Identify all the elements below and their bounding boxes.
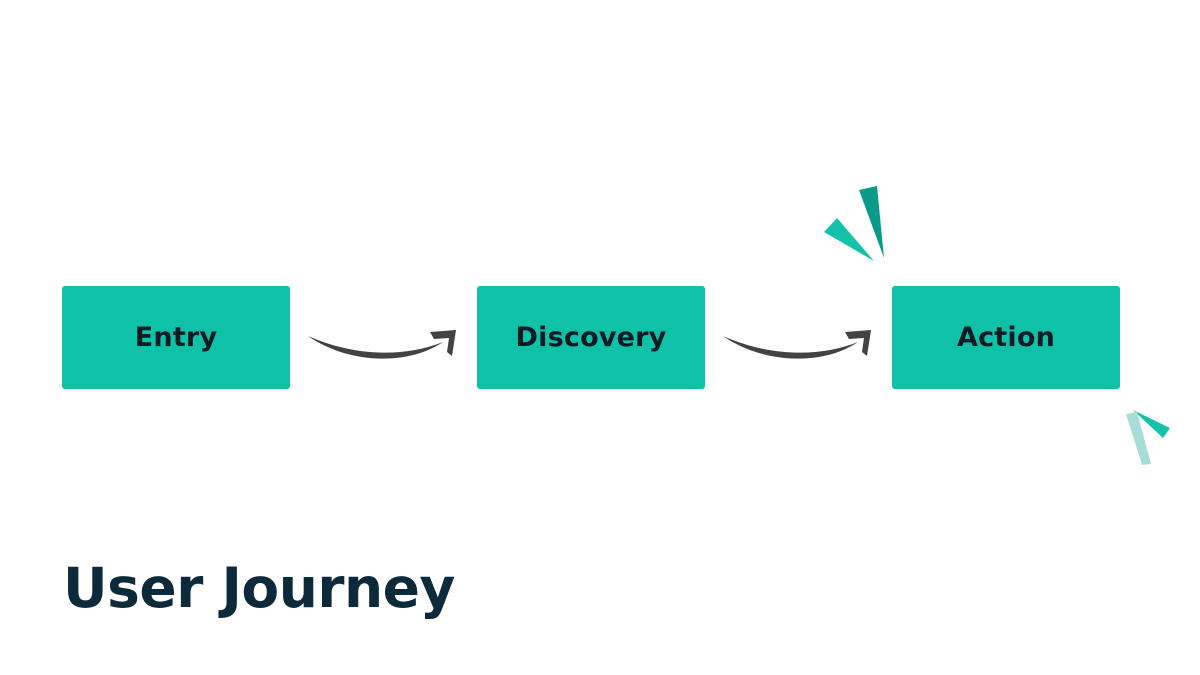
step-action-box: Action <box>892 286 1120 389</box>
curved-arrow-icon <box>723 330 871 359</box>
curved-arrow-icon <box>308 330 456 359</box>
step-entry-label: Entry <box>134 322 218 353</box>
spark-ray-right <box>1133 410 1170 438</box>
slide-title: User Journey <box>63 556 455 620</box>
spark-ray-top <box>859 186 884 258</box>
arrow-curve <box>308 336 443 359</box>
step-action-label: Action <box>956 322 1056 353</box>
step-discovery-box: Discovery <box>477 286 705 389</box>
step-entry-box: Entry <box>62 286 290 389</box>
arrow-head <box>430 330 456 356</box>
arrow-curve <box>723 336 858 359</box>
spark-ray-left <box>824 218 874 261</box>
step-discovery-label: Discovery <box>515 322 667 353</box>
spark-ray-bottom <box>1126 412 1151 465</box>
arrow-head <box>845 330 871 356</box>
